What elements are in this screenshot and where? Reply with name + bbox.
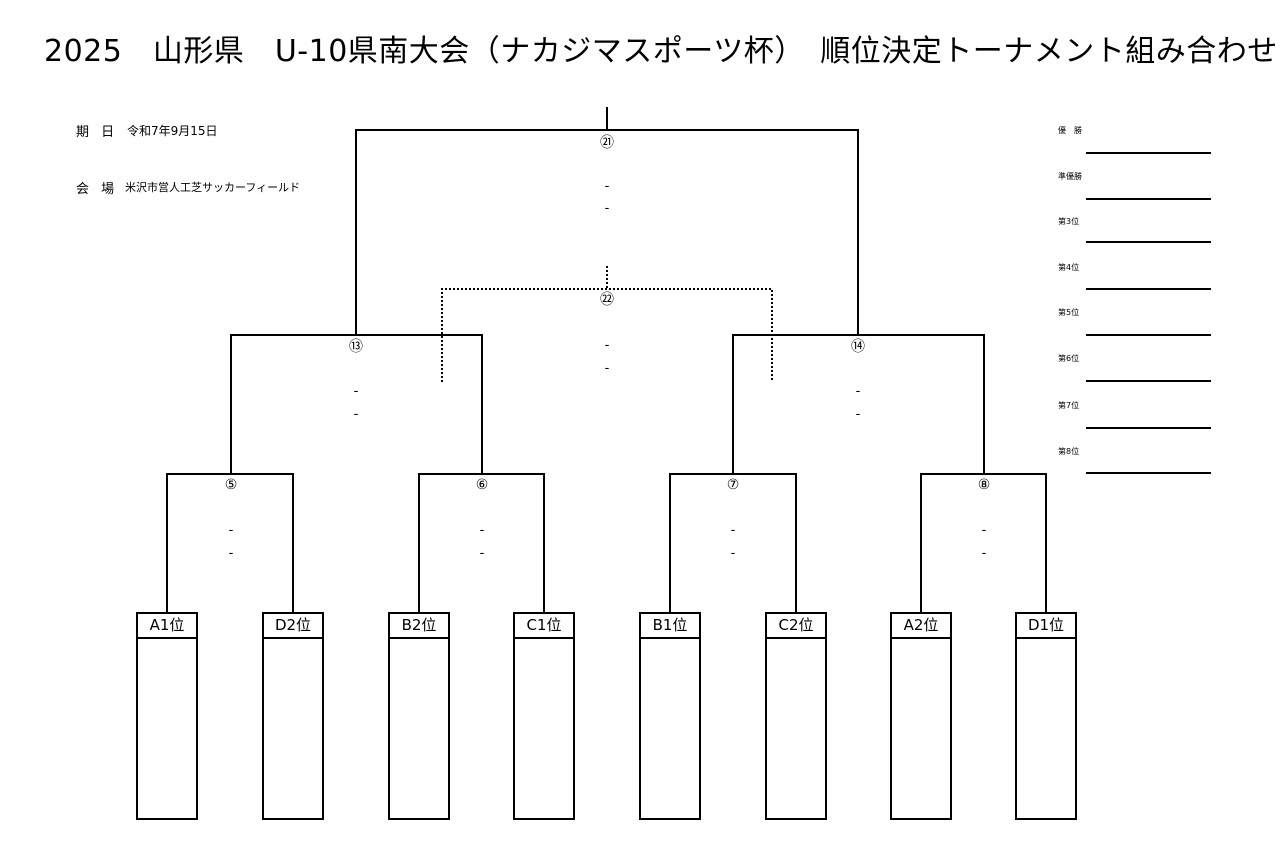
match-score-5-a: - [228, 523, 234, 538]
bracket-line-m7 [669, 473, 797, 612]
match-score-8-b: - [981, 546, 987, 561]
team-box-c1: C1位 [513, 612, 575, 820]
team-box-b2: B2位 [388, 612, 450, 820]
match-number-22: ㉒ [600, 292, 614, 308]
ranking-line-5 [1086, 334, 1211, 336]
match-number-13: ⑬ [349, 339, 363, 355]
ranking-label-5: 第5位 [1058, 308, 1080, 317]
ranking-label-4: 第4位 [1058, 263, 1080, 272]
bracket-line-m14 [732, 334, 985, 474]
bracket-line-m8 [920, 473, 1047, 612]
ranking-label-7: 第7位 [1058, 401, 1080, 410]
match-score-14-a: - [855, 384, 861, 399]
match-score-6-b: - [479, 546, 485, 561]
ranking-line-8 [1086, 472, 1211, 474]
team-label: A2位 [892, 614, 950, 639]
bracket-line-m22 [441, 288, 773, 382]
match-score-13-a: - [353, 384, 359, 399]
match-score-21-a: - [604, 179, 610, 194]
match-number-5: ⑤ [224, 477, 238, 493]
team-label: B1位 [641, 614, 699, 639]
match-score-6-a: - [479, 523, 485, 538]
date-value: 令和7年9月15日 [127, 124, 218, 138]
team-label: A1位 [138, 614, 196, 639]
match-score-22-b: - [604, 361, 610, 376]
team-label: C2位 [767, 614, 825, 639]
ranking-label-1: 優 勝 [1058, 126, 1082, 135]
ranking-line-3 [1086, 241, 1211, 243]
match-number-14: ⑭ [851, 339, 865, 355]
team-label: B2位 [390, 614, 448, 639]
team-box-a2: A2位 [890, 612, 952, 820]
team-box-d2: D2位 [262, 612, 324, 820]
team-label: D1位 [1017, 614, 1075, 639]
ranking-line-2 [1086, 198, 1211, 200]
match-score-22-a: - [604, 338, 610, 353]
ranking-line-7 [1086, 427, 1211, 429]
match-score-7-b: - [730, 546, 736, 561]
team-box-a1: A1位 [136, 612, 198, 820]
team-box-b1: B1位 [639, 612, 701, 820]
bracket-line-m5 [166, 473, 294, 612]
bracket-line-m6 [418, 473, 545, 612]
match-number-6: ⑥ [475, 477, 489, 493]
venue-value: 米沢市営人工芝サッカーフィールド [125, 181, 301, 194]
ranking-label-8: 第8位 [1058, 447, 1080, 456]
ranking-line-6 [1086, 380, 1211, 382]
match-score-8-a: - [981, 523, 987, 538]
ranking-label-6: 第6位 [1058, 354, 1080, 363]
match-score-5-b: - [228, 546, 234, 561]
match-score-14-b: - [855, 407, 861, 422]
match-score-21-b: - [604, 201, 610, 216]
team-box-d1: D1位 [1015, 612, 1077, 820]
ranking-line-1 [1086, 152, 1211, 154]
bracket-line-m13 [230, 334, 483, 474]
team-label: D2位 [264, 614, 322, 639]
page-title: 2025 山形県 U-10県南大会（ナカジマスポーツ杯） 順位決定トーナメント組… [44, 34, 1278, 69]
ranking-label-2: 準優勝 [1058, 172, 1082, 181]
ranking-label-3: 第3位 [1058, 217, 1080, 226]
match-number-7: ⑦ [726, 477, 740, 493]
match-score-13-b: - [353, 407, 359, 422]
ranking-line-4 [1086, 288, 1211, 290]
team-label: C1位 [515, 614, 573, 639]
date-label: 期 日 [76, 125, 119, 140]
match-score-7-a: - [730, 523, 736, 538]
match-number-8: ⑧ [977, 477, 991, 493]
match-number-21: ㉑ [600, 135, 614, 151]
venue-label: 会 場 [76, 182, 119, 197]
team-box-c2: C2位 [765, 612, 827, 820]
